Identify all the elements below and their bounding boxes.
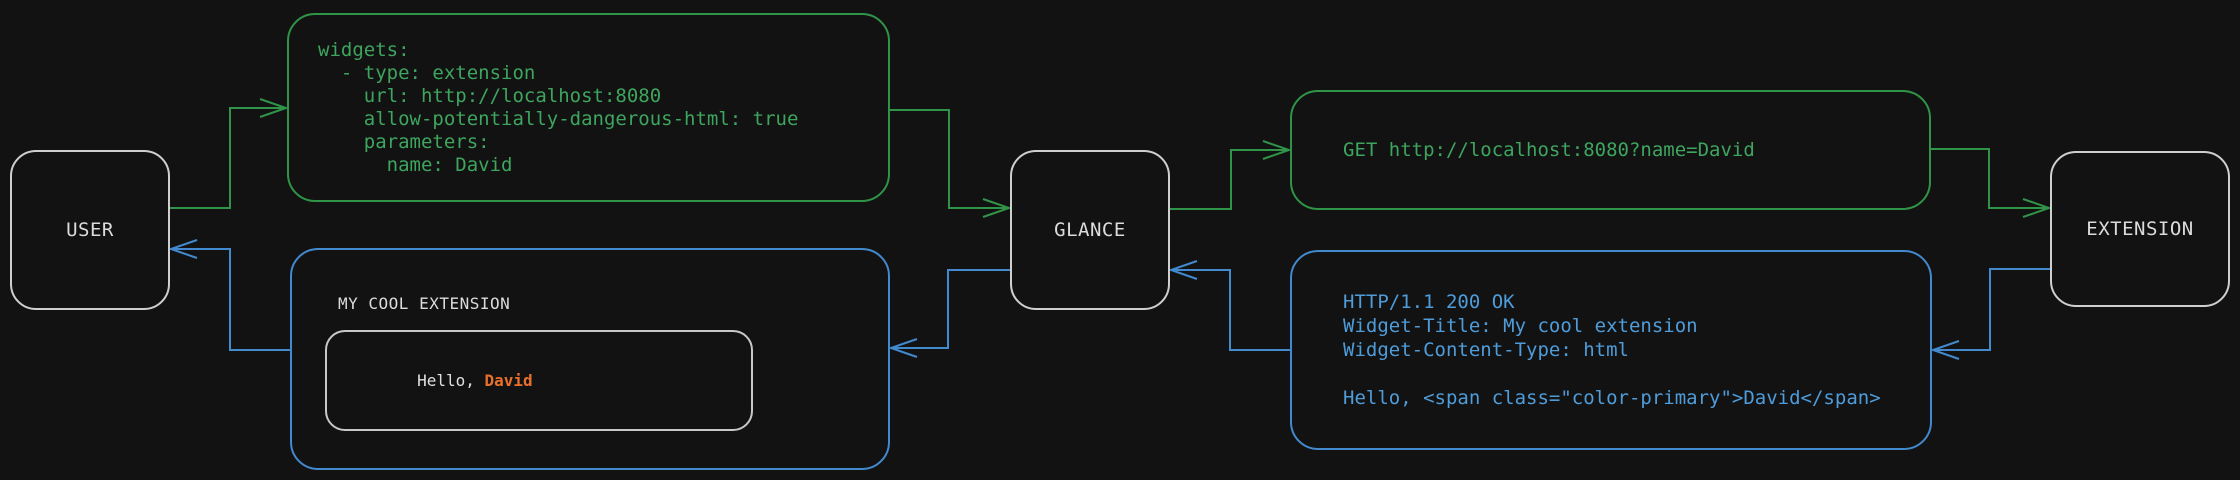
widget-title: MY COOL EXTENSION: [338, 294, 511, 313]
node-extension: EXTENSION: [2050, 151, 2230, 307]
greeting-prefix: Hello,: [417, 371, 485, 390]
widget-preview-box: MY COOL EXTENSION Hello, David: [290, 248, 890, 470]
greeting-name: David: [484, 371, 533, 390]
connector-response-to-glance: [1172, 269, 1290, 351]
node-glance-label: GLANCE: [1054, 219, 1126, 241]
arrow-into-extension-icon: [2022, 198, 2053, 218]
connector-request-to-extension: [1931, 148, 2048, 209]
arrow-into-glance-icon: [982, 198, 1013, 218]
arrow-into-widget-icon: [887, 338, 918, 358]
connector-glance-to-request: [1170, 149, 1288, 210]
node-glance: GLANCE: [1010, 150, 1170, 310]
config-yaml-code: widgets: - type: extension url: http://l…: [318, 38, 799, 176]
http-request-code: GET http://localhost:8080?name=David: [1343, 138, 1755, 161]
arrow-into-user-icon: [167, 239, 198, 259]
connector-user-to-config: [170, 107, 285, 209]
connector-extension-to-response: [1934, 268, 2050, 351]
arrow-into-config-icon: [259, 98, 290, 118]
arrow-into-request-icon: [1262, 140, 1293, 160]
node-user: USER: [10, 150, 170, 310]
http-response-box: HTTP/1.1 200 OK Widget-Title: My cool ex…: [1290, 250, 1932, 450]
connector-glance-to-widget: [892, 269, 1010, 349]
widget-greeting-card: Hello, David: [325, 330, 753, 431]
arrow-into-glance-return-icon: [1167, 260, 1198, 280]
arrow-into-response-icon: [1929, 340, 1960, 360]
config-yaml-box: widgets: - type: extension url: http://l…: [287, 13, 890, 202]
connector-widget-to-user: [172, 248, 290, 351]
node-user-label: USER: [66, 219, 114, 241]
widget-greeting: Hello, David: [327, 352, 533, 409]
http-request-box: GET http://localhost:8080?name=David: [1290, 90, 1931, 210]
connector-config-to-glance: [890, 109, 1008, 209]
http-response-code: HTTP/1.1 200 OK Widget-Title: My cool ex…: [1343, 291, 1881, 409]
node-extension-label: EXTENSION: [2086, 218, 2194, 240]
